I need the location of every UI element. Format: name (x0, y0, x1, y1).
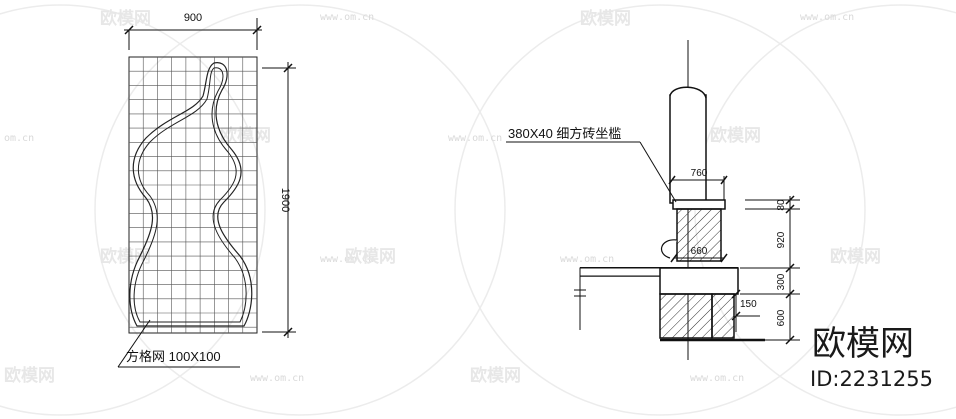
right-section: 380X40 细方砖坐槛 760 660 80 920 300 600 150 (506, 40, 800, 360)
watermark-brand: 欧模网 (100, 246, 151, 267)
dim-label-150: 150 (740, 299, 757, 310)
watermark-url: www.om.cn (320, 12, 374, 23)
brand-logo-text: 欧模网 (812, 324, 914, 364)
material-callout-label: 380X40 细方砖坐槛 (508, 126, 621, 141)
dim-label-920: 920 (776, 231, 787, 248)
wall-corner-moulding (660, 239, 678, 259)
watermark-brand: 欧模网 (580, 8, 631, 29)
column-top (669, 86, 707, 99)
dim-tick (785, 335, 795, 345)
grid-panel (128, 56, 258, 334)
gourd-outline-inner (133, 67, 247, 323)
watermark-url: www.om.cn (560, 254, 614, 265)
dim-tick (785, 195, 795, 205)
callout-leader (117, 319, 151, 368)
dim-label-1900: 1900 (279, 188, 291, 212)
foundation-block (659, 293, 713, 339)
watermark-layer: 欧模网 www.om.cn 欧模网 www.om.cn om.cn 欧模网 ww… (0, 4, 956, 416)
watermark-url: www.om.cn (690, 373, 744, 384)
dim-label-80: 80 (776, 199, 787, 211)
dim-label-300: 300 (776, 273, 787, 290)
watermark-brand: 欧模网 (100, 8, 151, 29)
dim-tick (785, 263, 795, 273)
dim-tick (720, 253, 728, 263)
left-elevation: 900 1900 方格网 100X100 (117, 12, 296, 368)
wall-body (676, 208, 722, 262)
dim-tick (668, 175, 676, 185)
dim-label-600: 600 (776, 309, 787, 326)
dim-label-660: 660 (691, 246, 708, 257)
foundation-step (711, 293, 735, 339)
dim-tick (283, 63, 293, 73)
sill-block (659, 267, 739, 295)
dim-tick (283, 327, 293, 337)
watermark-url: www.om.cn (250, 373, 304, 384)
watermark-url: www.om.cn (800, 12, 854, 23)
dim-tick (124, 25, 134, 35)
watermark-brand: 欧模网 (470, 365, 521, 386)
dim-tick (731, 311, 741, 321)
grid-callout-label: 方格网 100X100 (126, 349, 221, 364)
watermark-brand: 欧模网 (4, 365, 55, 386)
watermark-url: www.om.cn (320, 254, 374, 265)
dim-tick (731, 289, 741, 299)
material-callout-leader (639, 141, 677, 203)
column (669, 94, 707, 204)
watermark-brand: 欧模网 (830, 246, 881, 267)
watermark-url: www.om.cn (448, 133, 502, 144)
watermark-url: om.cn (4, 133, 34, 144)
dim-tick (785, 204, 795, 214)
dim-label-760: 760 (691, 168, 708, 179)
brand-id-text: ID:2231255 (810, 367, 933, 391)
dim-tick (252, 25, 262, 35)
grid-lines (129, 57, 257, 333)
watermark-brand: 欧模网 (710, 125, 761, 146)
dim-label-900: 900 (184, 12, 202, 24)
gourd-outline-outer (129, 62, 253, 327)
floor-slab (579, 267, 661, 277)
dim-tick (785, 289, 795, 299)
brand-block: 欧模网 ID:2231255 (810, 324, 933, 391)
dim-tick (670, 253, 678, 263)
seat-slab (672, 199, 726, 210)
watermark-brand: 欧模网 (220, 125, 271, 146)
watermark-brand: 欧模网 (345, 246, 396, 267)
